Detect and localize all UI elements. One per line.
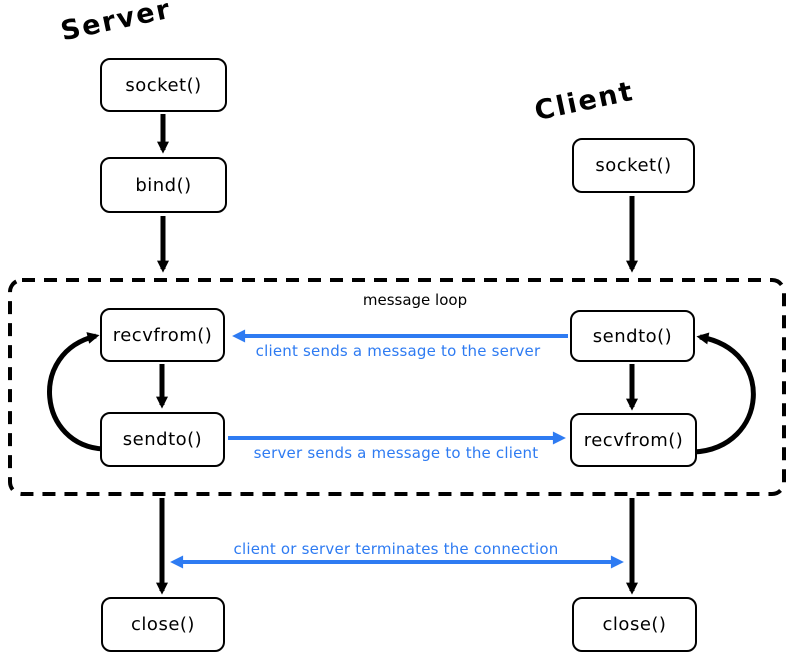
server-sendto-node: sendto() bbox=[100, 412, 225, 467]
server-recvfrom-node: recvfrom() bbox=[100, 308, 225, 362]
client-socket-node: socket() bbox=[572, 138, 695, 193]
annotation-server-to-client: server sends a message to the client bbox=[253, 444, 539, 462]
client-close-node: close() bbox=[572, 597, 697, 652]
arrow-client-recvfrom-loopback-to-sendto bbox=[693, 332, 756, 455]
arrow-server-sendto-loopback-to-recvfrom bbox=[47, 332, 105, 452]
server-socket-node: socket() bbox=[100, 58, 227, 112]
message-loop-border bbox=[8, 278, 786, 496]
message-loop-label: message loop bbox=[362, 291, 468, 309]
client-sendto-node: sendto() bbox=[570, 310, 695, 362]
annotation-terminate-connection: client or server terminates the connecti… bbox=[233, 540, 559, 558]
annotation-client-to-server: client sends a message to the server bbox=[255, 342, 541, 360]
server-close-node: close() bbox=[101, 597, 225, 652]
server-bind-node: bind() bbox=[100, 157, 227, 213]
client-recvfrom-node: recvfrom() bbox=[570, 413, 697, 467]
